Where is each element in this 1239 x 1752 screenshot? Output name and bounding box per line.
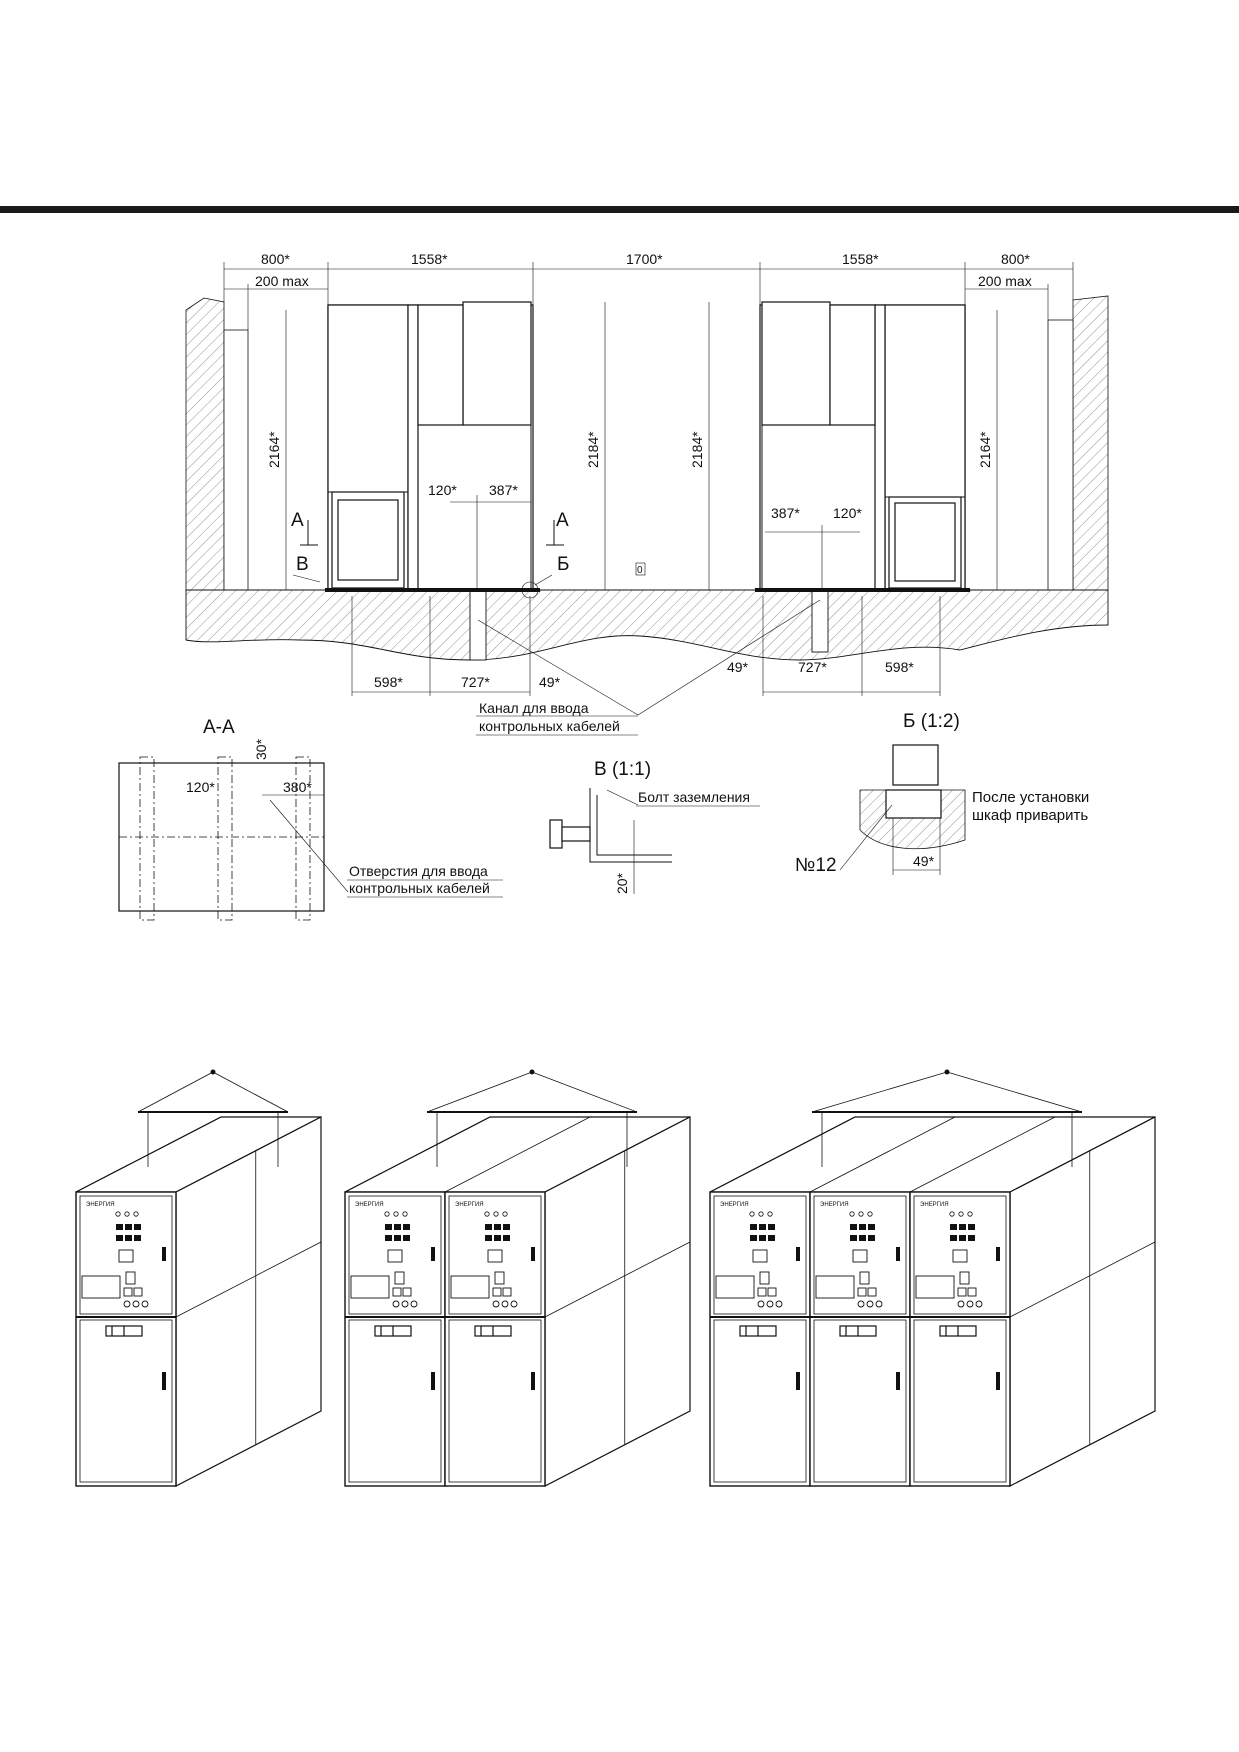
dim-727-right: 727* xyxy=(798,659,827,675)
cabinet-right xyxy=(755,301,970,592)
detail-b-dim: 49* xyxy=(913,853,935,869)
detail-v-note: Болт заземления xyxy=(638,789,750,805)
channel-note: Канал для ввода контрольных кабелей xyxy=(476,599,821,736)
mark-a-right: А xyxy=(556,510,569,531)
dim-1558-left: 1558* xyxy=(411,251,448,267)
dim-1700: 1700* xyxy=(626,251,663,267)
left-wall xyxy=(185,297,225,591)
section-aa: А-А 30* 120* 380* Отверстия для ввода ко… xyxy=(118,717,503,921)
dim-1558-right: 1558* xyxy=(842,251,879,267)
dim-387-left: 387* xyxy=(489,482,518,498)
bottom-dimensions: 598* 727* 49* 49* 727* 598* xyxy=(351,596,941,696)
iso-assembly-3: ЭНЕРГИЯ ЭНЕРГИЯ ЭНЕРГИЯ xyxy=(709,1069,1156,1487)
detail-b-note-line2: шкаф приварить xyxy=(972,807,1088,824)
channel-note-line1: Канал для ввода xyxy=(479,700,589,716)
header-rule xyxy=(0,206,1239,213)
detail-b: Б (1:2) 49* После установки шкаф привари… xyxy=(795,711,1089,876)
elevation-view: 800* 200 max 1558* 1700* 1558* 800* 200 … xyxy=(185,251,1109,736)
left-wall-plaster xyxy=(223,329,249,591)
iso-assembly-1: ЭНЕРГИЯ xyxy=(75,1069,322,1487)
detail-v-dim: 20* xyxy=(614,872,630,894)
detail-b-title: Б (1:2) xyxy=(903,711,960,732)
top-dimensions: 800* 200 max 1558* 1700* 1558* 800* 200 … xyxy=(223,251,1074,330)
dim-200max-right: 200 max xyxy=(978,273,1032,289)
dim-800-left: 800* xyxy=(261,251,290,267)
dim-120-right: 120* xyxy=(833,505,862,521)
aa-dim-30: 30* xyxy=(253,738,269,760)
detail-v-title: В (1:1) xyxy=(594,759,651,780)
dim-727-left: 727* xyxy=(461,674,490,690)
panel-brand-text: ЭНЕРГИЯ xyxy=(920,1202,949,1208)
dim-800-right: 800* xyxy=(1001,251,1030,267)
cable-channel-right xyxy=(811,589,829,653)
panel-brand-text: ЭНЕРГИЯ xyxy=(455,1202,484,1208)
inner-dimensions: 120* 387* 387* 120* xyxy=(428,482,862,590)
aa-note-line2: контрольных кабелей xyxy=(349,880,490,896)
floor-section xyxy=(185,589,1109,661)
dim-598-right: 598* xyxy=(885,659,914,675)
aa-dim-380: 380* xyxy=(283,779,312,795)
dim-49-right: 49* xyxy=(727,659,749,675)
aa-dim-120: 120* xyxy=(186,779,215,795)
aa-note-line1: Отверстия для ввода xyxy=(349,863,488,879)
zero-mark: 0 xyxy=(637,565,643,576)
iso-assembly-2: ЭНЕРГИЯ ЭНЕРГИЯ xyxy=(344,1069,691,1487)
detail-b-profile: №12 xyxy=(795,855,837,876)
panel-brand-text: ЭНЕРГИЯ xyxy=(720,1202,749,1208)
dim-height-2184-left: 2184* xyxy=(585,431,601,468)
section-markers: А А В Б 0 xyxy=(291,510,646,599)
panel-brand-text: ЭНЕРГИЯ xyxy=(355,1202,384,1208)
dim-120-left: 120* xyxy=(428,482,457,498)
panel-brand-text: ЭНЕРГИЯ xyxy=(86,1202,115,1208)
dim-598-left: 598* xyxy=(374,674,403,690)
mark-v: В xyxy=(296,554,309,575)
section-aa-title: А-А xyxy=(203,717,235,738)
dim-387-right: 387* xyxy=(771,505,800,521)
cable-channel-left xyxy=(469,589,487,661)
mark-a-left: А xyxy=(291,510,304,531)
panel-brand-text: ЭНЕРГИЯ xyxy=(820,1202,849,1208)
right-wall-plaster xyxy=(1047,319,1074,591)
cabinet-left xyxy=(325,301,540,592)
dim-height-2184-right: 2184* xyxy=(689,431,705,468)
dim-height-2164-right: 2164* xyxy=(977,431,993,468)
height-dimensions: 2164* 2184* 2184* 2164* xyxy=(266,302,998,590)
detail-v: В (1:1) Болт заземления 20* xyxy=(549,759,760,894)
mark-b: Б xyxy=(557,554,569,575)
channel-note-line2: контрольных кабелей xyxy=(479,718,620,734)
dim-49-left: 49* xyxy=(539,674,561,690)
right-wall xyxy=(1072,295,1109,591)
detail-b-note-line1: После установки xyxy=(972,789,1089,806)
dim-200max-left: 200 max xyxy=(255,273,309,289)
dim-height-2164-left: 2164* xyxy=(266,431,282,468)
